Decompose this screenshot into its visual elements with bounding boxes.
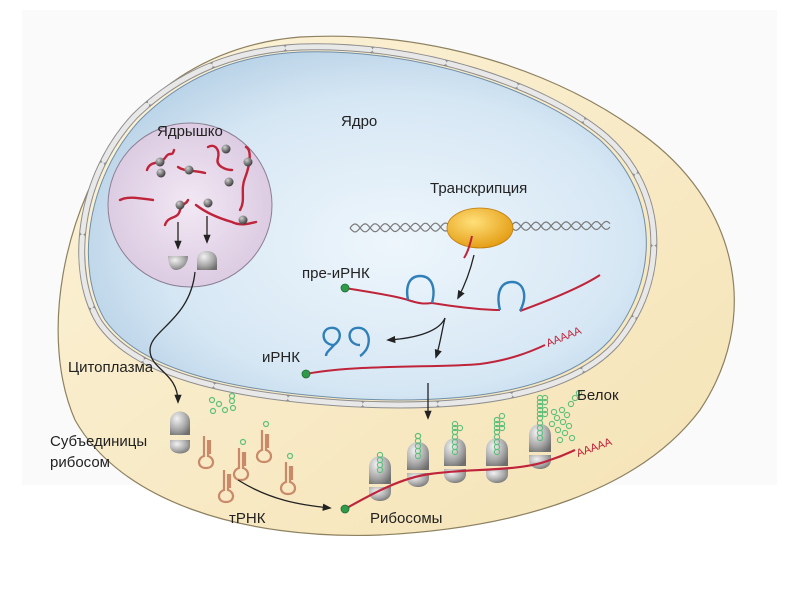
label-trna: тРНК [229,510,266,527]
trna [197,436,215,470]
protein-residue [561,429,569,437]
export-arrow [149,271,196,404]
ribosome [407,442,429,487]
ribosome [486,438,508,483]
amino-acid [451,424,459,432]
protein-residue [558,406,566,414]
nucleolus-proteins [155,144,253,225]
amino-acid [493,424,501,432]
protein-residue [554,426,562,434]
trna [217,470,235,504]
splicing-arrows [386,317,446,359]
amino-acid [498,420,506,428]
protein-residue [563,411,571,419]
amino-acid [286,452,294,460]
pre-mrna [340,274,601,312]
protein-residue [575,389,583,397]
amino-acid [451,420,459,428]
polysome: AAAAA [340,389,614,514]
label-ribosome-subunits-1: Субъединицы [50,433,147,450]
label-pre-mrna: пре-иРНК [302,265,370,282]
amino-acid [451,428,459,436]
label-transcription: Транскрипция [430,180,527,197]
trna [255,420,273,464]
trna [279,452,297,496]
amino-acid [493,428,501,436]
free-amino-acids [208,392,237,415]
amino-acid [239,438,247,446]
trna [232,438,250,482]
nucleolus-arrows [174,216,211,250]
rna-polymerase [446,207,514,249]
protein-residue [568,434,576,442]
protein-residue [553,414,561,422]
amino-acid [493,416,501,424]
protein-residue [567,400,575,408]
ribosome [369,456,391,501]
trna-arrow [237,479,332,511]
label-ribosome-subunits-2: рибосом [50,454,110,471]
amino-acid [262,420,270,428]
protein-residue [559,418,567,426]
nuclear-envelope [78,43,658,409]
label-cytoplasm: Цитоплазма [68,359,154,376]
label-nucleus: Ядро [341,113,377,130]
amino-acid [541,406,549,414]
amino-acid [536,398,544,406]
label-ribosomes: Рибосомы [370,510,442,527]
transcription-arrow [457,254,475,300]
amino-acid [536,410,544,418]
ribosome-subunits [170,411,190,454]
label-mrna: иРНК [262,349,300,366]
ribosome-subunits-forming [168,251,217,270]
excised-introns [322,326,370,358]
protein-residue [548,420,556,428]
protein-residue [565,422,573,430]
amino-acid [536,414,544,422]
amino-acid [498,412,506,420]
protein-residue [571,394,579,402]
trna-molecules [197,420,297,504]
nucleolus [107,122,273,288]
protein-residue [550,408,558,416]
amino-acid [541,394,549,402]
amino-acid [376,451,384,459]
label-protein: Белок [577,387,619,404]
nascent-rna [463,235,473,259]
protein-residue [556,436,564,444]
amino-acid [414,432,422,440]
label-nucleolus: Ядрышко [157,123,223,140]
amino-acid [536,402,544,410]
